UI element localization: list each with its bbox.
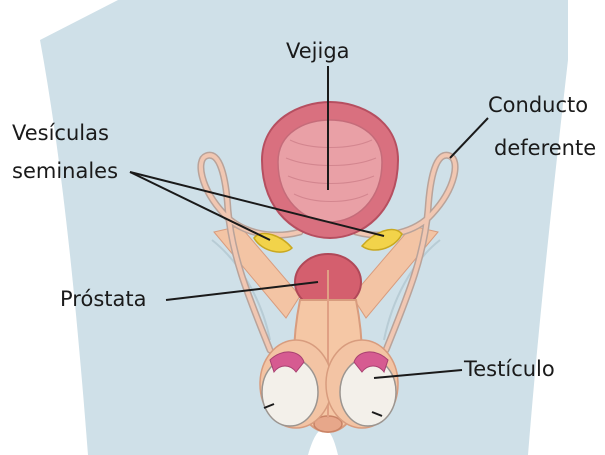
label-vesiculas-seminales-line2: seminales — [12, 158, 118, 184]
label-conducto-deferente-line2: deferente — [494, 135, 596, 161]
label-prostata: Próstata — [60, 286, 146, 312]
testis-right — [340, 358, 396, 426]
label-vesiculas-seminales-line1: Vesículas — [12, 120, 109, 146]
testis-left — [262, 358, 318, 426]
label-testiculo: Testículo — [464, 356, 555, 382]
label-vejiga: Vejiga — [286, 38, 350, 64]
label-conducto-deferente-line1: Conducto — [488, 92, 588, 118]
